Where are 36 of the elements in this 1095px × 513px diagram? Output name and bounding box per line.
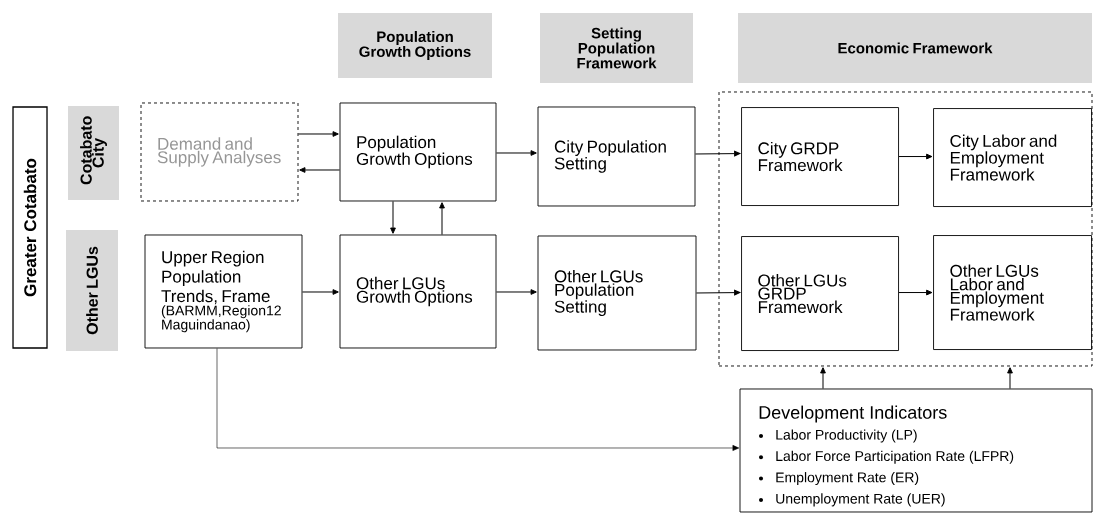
process-box: Demand and Supply Analyses xyxy=(140,102,299,202)
process-box: City Labor and Employment Framework xyxy=(933,108,1092,207)
process-box: City GRDP Framework xyxy=(741,107,899,206)
arrow xyxy=(695,289,741,296)
list-item: Labor Force Participation Rate (LFPR) xyxy=(776,450,1014,464)
arrow xyxy=(495,289,537,295)
list-item: Labor Productivity (LP) xyxy=(776,429,917,443)
arrow xyxy=(898,289,933,296)
column-header: Setting Population Framework xyxy=(540,13,693,83)
process-box: Upper Region Population Trends, Frame (BARMM,Region12 Maguindanao) xyxy=(144,234,303,349)
column-header: Population Growth Options xyxy=(338,13,492,78)
row-label-band: Other LGUs xyxy=(66,230,118,351)
arrow xyxy=(694,150,741,157)
process-box: Other LGUs Growth Options xyxy=(339,234,497,349)
arrow xyxy=(898,153,933,160)
process-box: Other LGUs Labor and Employment Framework xyxy=(933,235,1092,350)
group-frame xyxy=(718,91,1093,367)
list-item: Employment Rate (ER) xyxy=(776,472,919,486)
process-box: Other LGUs Population Setting xyxy=(537,235,697,351)
process-box: Other LGUs GRDP Framework xyxy=(741,236,899,351)
list-item: Unemployment Rate (UER) xyxy=(776,493,945,507)
row-label-band: Cotabato City xyxy=(68,106,119,200)
process-box: Population Growth Options xyxy=(339,102,497,202)
arrow xyxy=(390,200,396,234)
arrow xyxy=(297,131,339,137)
arrow xyxy=(495,150,537,156)
arrow xyxy=(216,348,740,451)
arrow xyxy=(299,167,341,173)
heading: Development Indicators xyxy=(759,405,947,423)
region-label-box: Greater Cotabato xyxy=(12,106,48,349)
process-box: City Population Setting xyxy=(537,106,696,207)
arrow xyxy=(1007,367,1013,390)
arrow xyxy=(820,367,826,390)
column-header: Economic Framework xyxy=(738,13,1092,83)
arrow xyxy=(439,202,445,236)
arrow xyxy=(301,289,339,295)
